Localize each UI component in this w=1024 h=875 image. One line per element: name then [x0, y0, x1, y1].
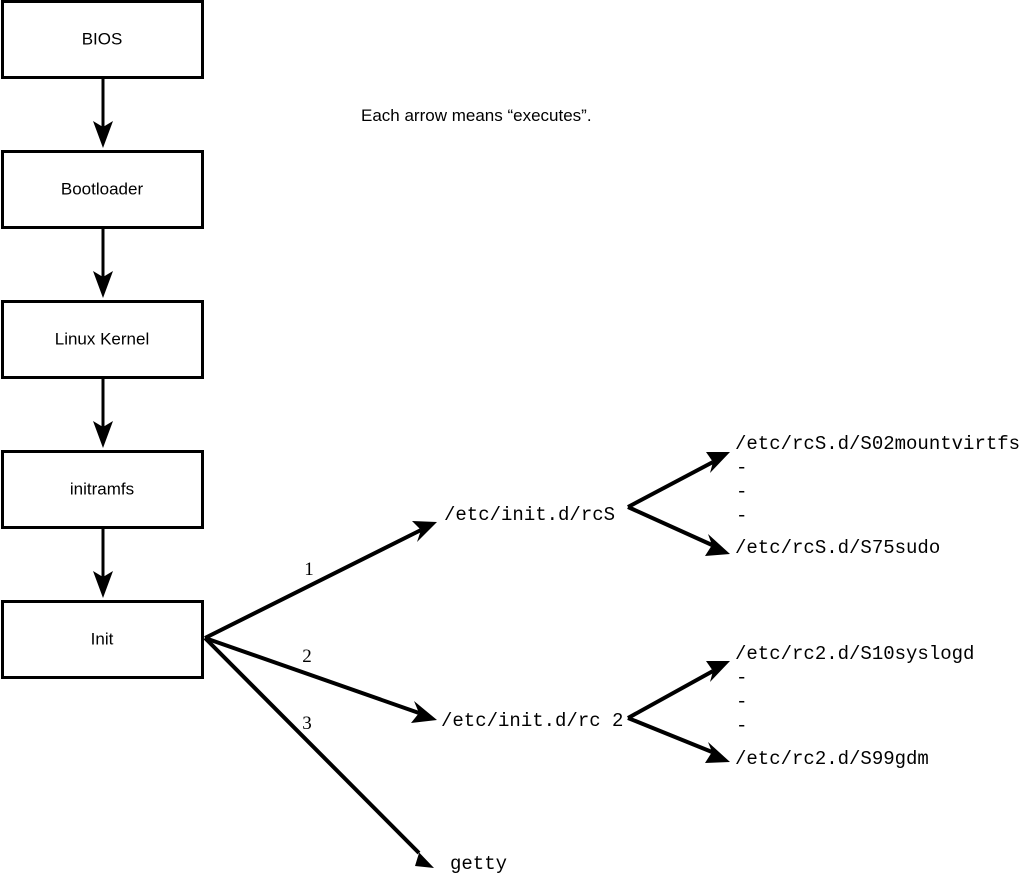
script-rc2-ellipsis-1: -	[736, 667, 747, 689]
edge-bootloader-to-kernel	[93, 228, 113, 298]
node-rc2-label[interactable]: /etc/init.d/rc 2	[441, 710, 623, 732]
script-rc2-first[interactable]: /etc/rc2.d/S10syslogd	[735, 643, 974, 665]
legend-note: Each arrow means “executes”.	[361, 106, 592, 125]
node-bootloader[interactable]: Bootloader	[1, 150, 204, 229]
script-rcs-ellipsis-1: -	[736, 457, 747, 479]
edge-init-rcs-line	[204, 528, 422, 640]
node-linux-kernel-label: Linux Kernel	[55, 329, 150, 348]
node-bootloader-rect	[1, 150, 204, 229]
script-rc2-ellipsis-3: -	[736, 715, 747, 737]
edge-label-3: 3	[302, 713, 312, 734]
node-rcs-label[interactable]: /etc/init.d/rcS	[444, 504, 615, 526]
script-rcs-first[interactable]: /etc/rcS.d/S02mountvirtfs	[735, 433, 1020, 455]
edge-bios-bootloader-arrowhead	[93, 121, 113, 148]
node-linux-kernel-rect	[1, 300, 204, 379]
edge-rcs-first-line	[627, 460, 714, 509]
edge-init-getty-line	[203, 636, 421, 855]
edge-rc2-last-arrowhead	[705, 742, 730, 763]
edge-rcs-to-last-script	[627, 505, 730, 556]
node-init-rect	[1, 600, 204, 679]
edge-label-2: 2	[302, 646, 312, 667]
edge-rcs-last-line	[627, 505, 713, 547]
script-rcs-ellipsis-2: -	[736, 481, 747, 503]
edge-rcs-to-first-script	[627, 452, 730, 509]
edge-init-to-rcs: 1	[204, 521, 437, 640]
edge-rc2-first-arrowhead	[706, 661, 730, 682]
node-init-label: Init	[91, 629, 114, 648]
node-initramfs[interactable]: initramfs	[1, 450, 204, 529]
node-bios-rect	[1, 0, 204, 79]
edge-init-to-rc2: 2	[204, 636, 437, 723]
edge-init-getty-arrowhead	[412, 845, 434, 868]
node-bios-label: BIOS	[82, 29, 123, 48]
edge-init-rc2-line	[204, 636, 420, 715]
edge-init-to-getty: 3	[203, 636, 434, 868]
edge-rcs-first-arrowhead	[706, 452, 730, 473]
edge-label-1: 1	[304, 559, 314, 580]
node-getty-label[interactable]: getty	[450, 853, 507, 875]
edge-init-rcs-arrowhead	[412, 521, 437, 542]
node-bios[interactable]: BIOS	[1, 0, 204, 79]
edge-rc2-last-line	[627, 716, 713, 754]
edge-initramfs-init-arrowhead	[93, 571, 113, 598]
edge-rc2-to-first-script	[627, 661, 730, 720]
edge-initramfs-to-init	[93, 528, 113, 598]
edge-kernel-to-initramfs	[93, 378, 113, 448]
edge-rcs-last-arrowhead	[705, 534, 730, 556]
node-bootloader-label: Bootloader	[61, 179, 144, 198]
script-rc2-last[interactable]: /etc/rc2.d/S99gdm	[735, 748, 929, 770]
node-initramfs-label: initramfs	[70, 479, 134, 498]
node-init[interactable]: Init	[1, 600, 204, 679]
edge-bios-to-bootloader	[93, 78, 113, 148]
edge-bootloader-kernel-arrowhead	[93, 271, 113, 298]
script-rc2-ellipsis-2: -	[736, 691, 747, 713]
edge-rc2-to-last-script	[627, 716, 730, 763]
edge-rc2-first-line	[627, 669, 714, 720]
node-initramfs-rect	[1, 450, 204, 529]
edge-kernel-initramfs-arrowhead	[93, 421, 113, 448]
edge-init-rc2-arrowhead	[411, 701, 437, 723]
script-rcs-last[interactable]: /etc/rcS.d/S75sudo	[735, 537, 940, 559]
script-rcs-ellipsis-3: -	[736, 505, 747, 527]
node-linux-kernel[interactable]: Linux Kernel	[1, 300, 204, 379]
